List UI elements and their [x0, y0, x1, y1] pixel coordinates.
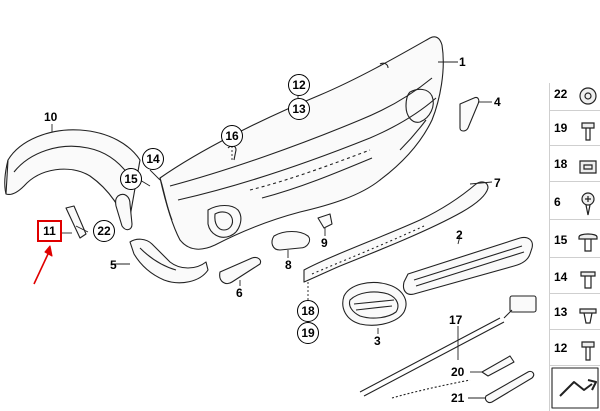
- label-1: 1: [459, 55, 466, 69]
- clip-set-20: [481, 355, 515, 377]
- vent-cover: [342, 281, 407, 326]
- highlight-box-11[interactable]: 11: [37, 220, 62, 242]
- legend-row-12[interactable]: 12: [550, 337, 600, 363]
- callout-14[interactable]: 14: [142, 148, 164, 170]
- bumper-cover: [159, 36, 444, 250]
- legend-row-18[interactable]: 18: [550, 153, 600, 179]
- lower-corner-trim: [129, 238, 209, 284]
- callout-22[interactable]: 22: [93, 220, 115, 242]
- callout-12[interactable]: 12: [288, 74, 310, 96]
- screw-icon: [581, 192, 595, 216]
- sensor-cable: [359, 295, 537, 399]
- callout-18[interactable]: 18: [297, 300, 319, 322]
- side-trim-piece: [115, 193, 133, 231]
- nut-icon: [579, 87, 597, 105]
- label-2: 2: [456, 228, 463, 242]
- bolt-icon: [581, 122, 595, 141]
- callout-13[interactable]: 13: [288, 98, 310, 120]
- label-20: 20: [451, 365, 465, 379]
- part-21: [484, 370, 535, 404]
- label-3: 3: [374, 334, 381, 348]
- fastener-legend: 22 19 18 6 15 14 13: [549, 83, 600, 411]
- legend-row-6[interactable]: 6: [550, 191, 600, 217]
- callout-15[interactable]: 15: [120, 168, 142, 190]
- expansion-rivet-icon: [578, 233, 598, 252]
- clip-9: [317, 213, 333, 229]
- label-10: 10: [44, 110, 58, 124]
- clip-strip: [65, 205, 87, 239]
- label-5: 5: [110, 258, 117, 272]
- label-6: 6: [236, 286, 243, 300]
- plug-icon: [580, 271, 596, 289]
- leader-lines: [51, 61, 493, 399]
- label-8: 8: [285, 258, 292, 272]
- legend-row-13[interactable]: 13: [550, 301, 600, 327]
- clip-nut-icon: [579, 160, 597, 174]
- label-4: 4: [494, 95, 501, 109]
- bracket-6: [219, 256, 262, 285]
- diffuser-grille: [402, 236, 533, 295]
- legend-row-22[interactable]: 22: [550, 83, 600, 109]
- highlight-arrow: [33, 245, 53, 285]
- label-21: 21: [451, 391, 465, 405]
- callout-16[interactable]: 16: [221, 125, 243, 147]
- push-clip-icon: [579, 308, 597, 324]
- legend-row-15[interactable]: 15: [550, 229, 600, 255]
- label-7: 7: [494, 176, 501, 190]
- label-17: 17: [449, 313, 463, 327]
- label-9: 9: [321, 236, 328, 250]
- bracket-4: [459, 96, 480, 132]
- callout-19[interactable]: 19: [297, 322, 319, 344]
- legend-row-19[interactable]: 19: [550, 117, 600, 143]
- legend-row-14[interactable]: 14: [550, 266, 600, 292]
- lower-strip: [303, 181, 489, 283]
- bolt-head-icon: [581, 341, 595, 361]
- continue-arrow-icon: [551, 367, 599, 409]
- bracket-8: [271, 230, 311, 251]
